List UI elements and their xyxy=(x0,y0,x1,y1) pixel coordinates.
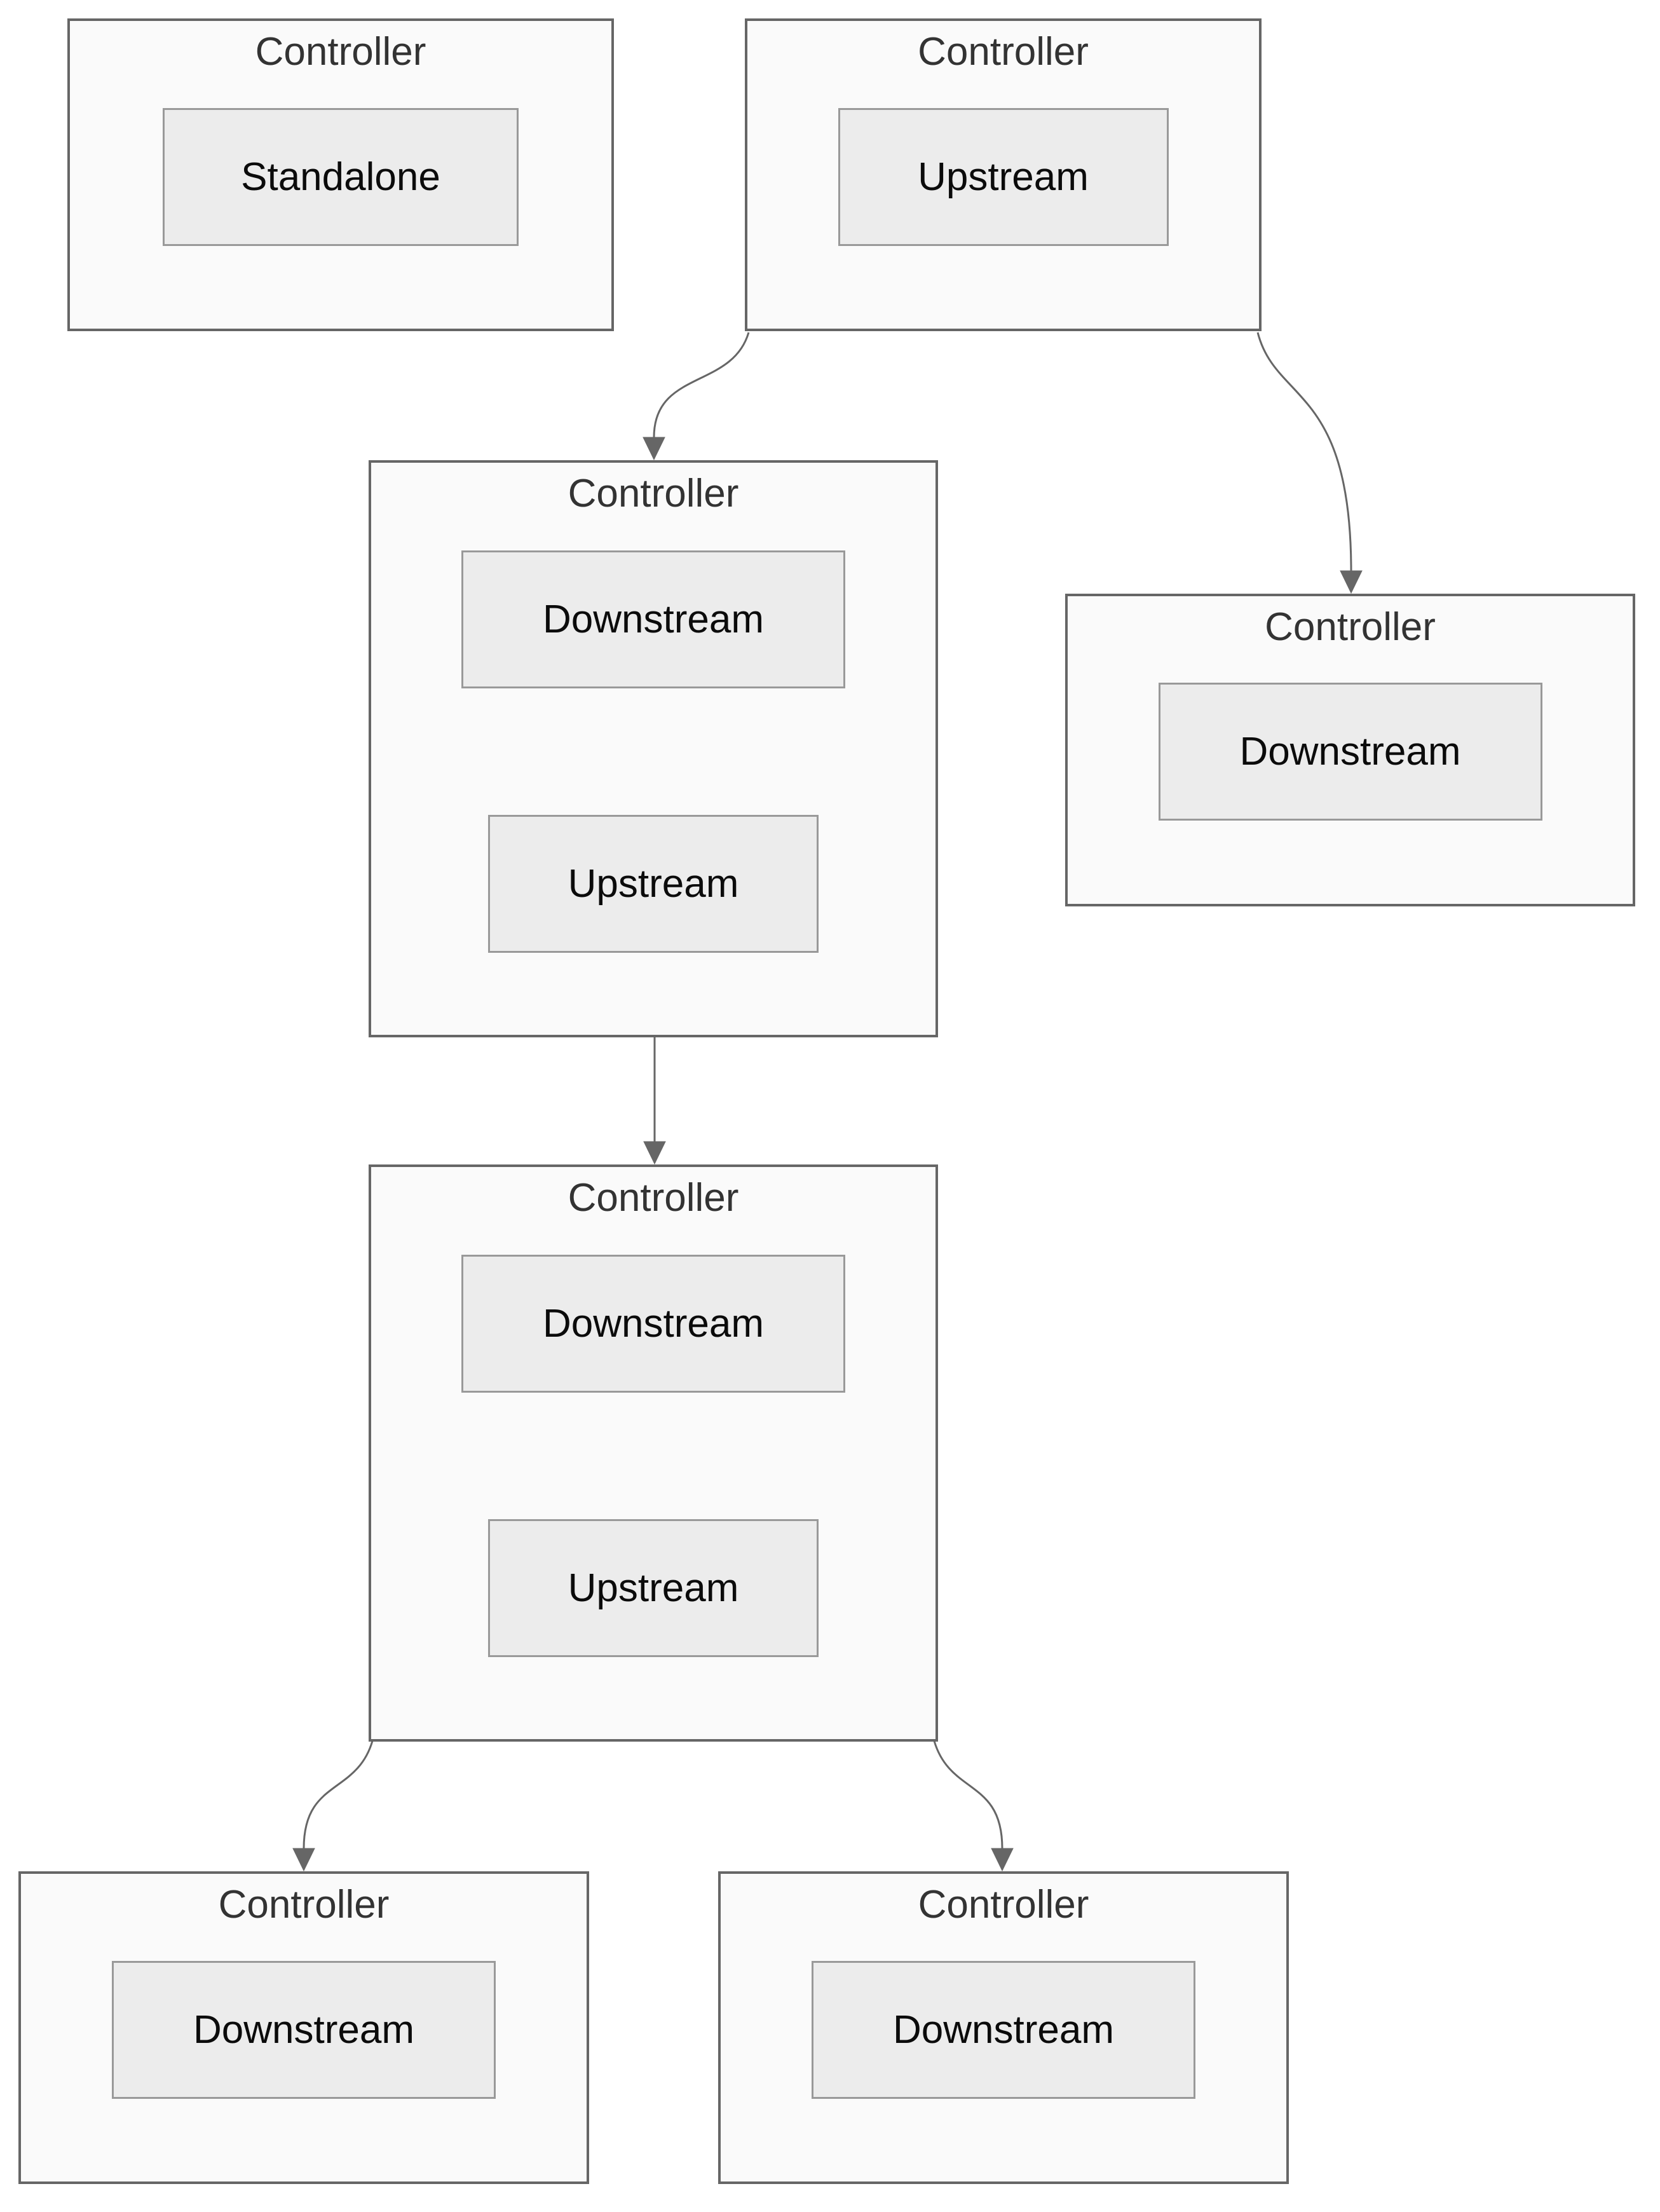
node-title: Controller xyxy=(1265,605,1436,649)
child-box-upstream: Upstream xyxy=(488,1519,819,1657)
node-title: Controller xyxy=(918,30,1089,74)
child-label: Downstream xyxy=(543,1301,764,1346)
child-box-downstream: Downstream xyxy=(812,1961,1195,2099)
child-label: Upstream xyxy=(568,1566,739,1610)
controller-box-mid-1: Controller Downstream Upstream xyxy=(369,460,938,1037)
node-title: Controller xyxy=(918,1883,1089,1927)
controller-box-right: Controller Downstream xyxy=(1065,594,1635,906)
child-label: Upstream xyxy=(918,154,1089,199)
child-label: Downstream xyxy=(543,597,764,641)
edge-upstream-root-to-right xyxy=(1256,332,1363,594)
edge-upstream-root-to-mid-1 xyxy=(643,332,750,461)
node-title: Controller xyxy=(568,472,739,515)
child-label: Standalone xyxy=(241,154,440,199)
child-box-downstream: Downstream xyxy=(1158,683,1542,821)
node-title: Controller xyxy=(568,1176,739,1220)
child-label: Downstream xyxy=(193,2007,414,2052)
child-label: Downstream xyxy=(893,2007,1114,2052)
child-box-upstream: Upstream xyxy=(488,815,819,953)
controller-box-bottom-left: Controller Downstream xyxy=(18,1871,589,2184)
child-label: Downstream xyxy=(1239,729,1461,774)
child-box-upstream: Upstream xyxy=(838,108,1169,246)
node-title: Controller xyxy=(218,1883,390,1927)
edge-mid-1-to-mid-2 xyxy=(643,1037,666,1165)
controller-box-bottom-right: Controller Downstream xyxy=(718,1871,1289,2184)
child-box-downstream: Downstream xyxy=(461,550,845,688)
node-title: Controller xyxy=(255,30,426,74)
child-box-downstream: Downstream xyxy=(461,1255,845,1393)
edge-mid-2-to-bottom-left xyxy=(292,1740,374,1872)
edge-mid-2-to-bottom-right xyxy=(933,1740,1014,1872)
child-label: Upstream xyxy=(568,861,739,906)
child-box-standalone: Standalone xyxy=(163,108,519,246)
controller-box-mid-2: Controller Downstream Upstream xyxy=(369,1164,938,1742)
controller-box-upstream-root: Controller Upstream xyxy=(745,18,1262,331)
controller-box-standalone: Controller Standalone xyxy=(67,18,614,331)
child-box-downstream: Downstream xyxy=(112,1961,496,2099)
